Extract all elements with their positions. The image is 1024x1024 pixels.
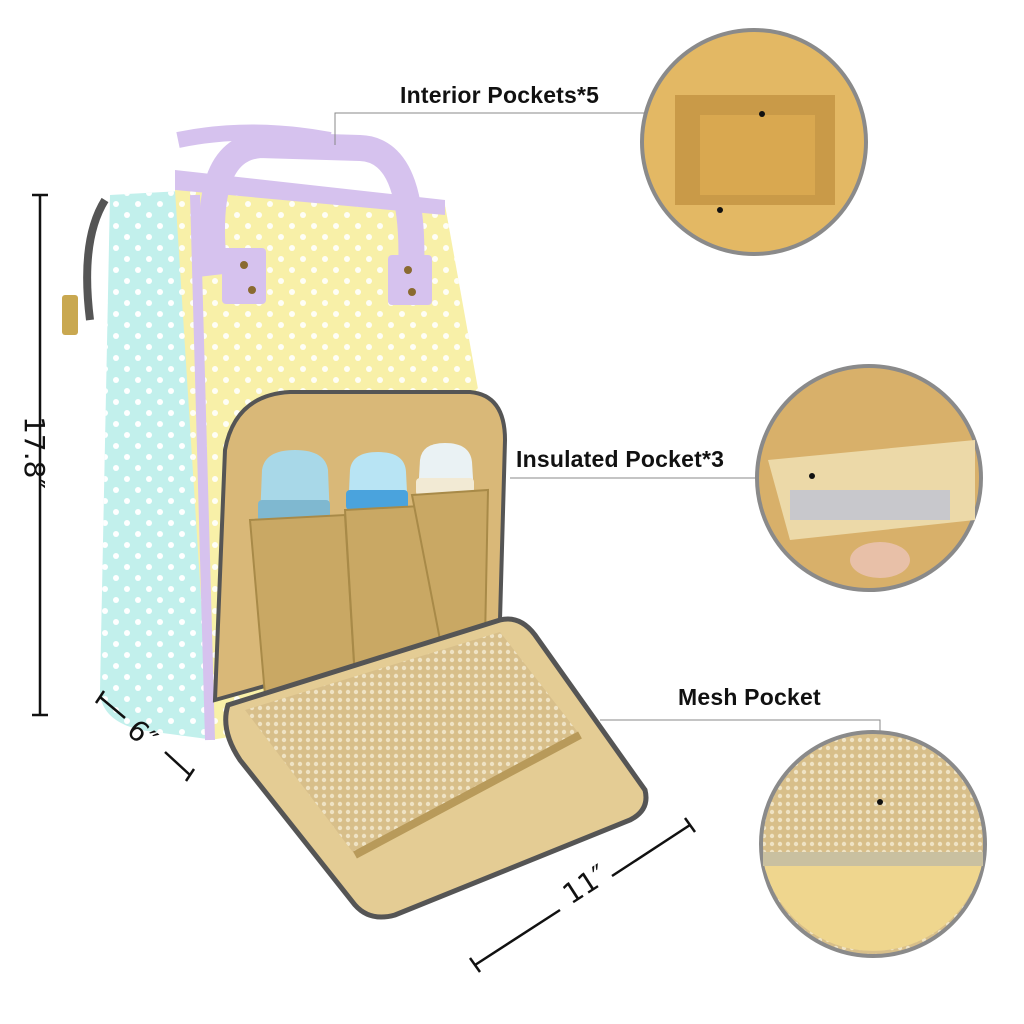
detail-circle-insulated bbox=[755, 364, 983, 592]
callout-insulated-pocket: Insulated Pocket*3 bbox=[516, 446, 725, 472]
height-dimension: 17.8″ bbox=[17, 416, 51, 489]
callout-interior-pockets: Interior Pockets*5 bbox=[400, 82, 600, 108]
callout-lines bbox=[334, 112, 881, 735]
detail-circle-mesh bbox=[759, 730, 987, 958]
bottles bbox=[258, 443, 474, 522]
callout-mesh-pocket: Mesh Pocket bbox=[678, 684, 821, 710]
detail-circle-interior bbox=[640, 28, 868, 256]
backpack bbox=[62, 124, 649, 920]
dimension-lines bbox=[32, 193, 697, 973]
